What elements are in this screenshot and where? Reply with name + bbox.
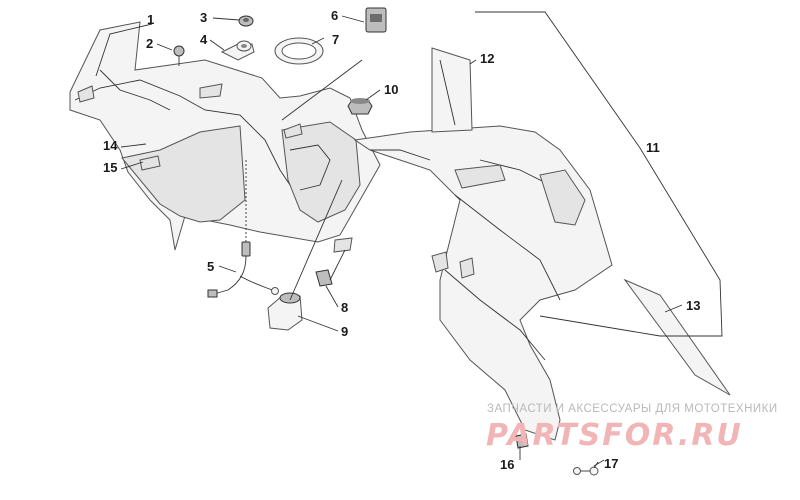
part-3-grommet — [238, 15, 254, 27]
watermark-tagline: ЗАПЧАСТИ И АКСЕССУАРЫ ДЛЯ МОТОТЕХНИКИ — [487, 403, 778, 415]
callout-9: 9 — [341, 324, 348, 339]
callout-13: 13 — [686, 298, 700, 313]
callout-7: 7 — [332, 32, 339, 47]
part-13-lower-flap — [623, 278, 731, 396]
watermark-logo: PARTSFOR.RU — [486, 418, 743, 453]
callout-2: 2 — [146, 36, 153, 51]
part-6-switch — [365, 7, 387, 33]
leader-lines — [95, 11, 723, 469]
callouts: 1 2 3 4 5 6 7 8 9 10 11 12 13 14 15 16 1… — [103, 8, 700, 472]
part-8-clip — [315, 269, 333, 287]
part-11-side-panel — [353, 125, 613, 441]
callout-5: 5 — [207, 259, 214, 274]
callout-6: 6 — [331, 8, 338, 23]
callout-8: 8 — [341, 300, 348, 315]
part-9-ignition-switch — [267, 292, 303, 331]
callout-17: 17 — [604, 456, 618, 471]
part-4-bracket — [220, 40, 255, 61]
part-2-screw — [173, 45, 185, 66]
callout-16: 16 — [500, 457, 514, 472]
callout-10: 10 — [384, 82, 398, 97]
part-16-nut — [515, 433, 529, 449]
part-17-pin — [573, 459, 605, 476]
callout-15: 15 — [103, 160, 117, 175]
callout-4: 4 — [200, 32, 208, 47]
part-10-cap — [347, 98, 373, 115]
callout-11: 11 — [646, 140, 660, 155]
callout-14: 14 — [103, 138, 118, 153]
callout-12: 12 — [480, 51, 494, 66]
callout-3: 3 — [200, 10, 207, 25]
part-7-ring — [274, 37, 324, 65]
part-1-front-cover — [69, 21, 381, 253]
part-5-wire-harness — [207, 160, 279, 298]
part-12-upper-fin — [431, 47, 473, 133]
callout-1: 1 — [147, 12, 154, 27]
